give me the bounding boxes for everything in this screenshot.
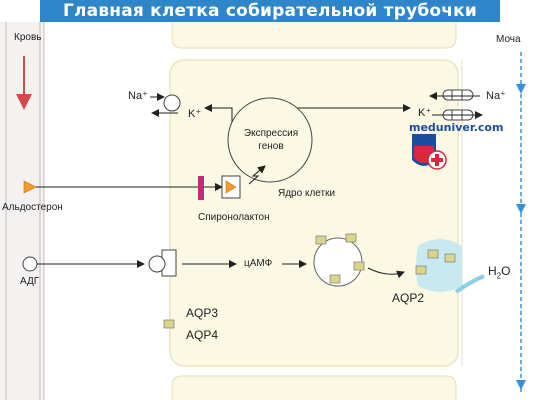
- urine-arrow-head: [516, 204, 526, 214]
- urine-arrow-head: [516, 380, 526, 390]
- aqp3-label: AQP3: [186, 306, 219, 320]
- enac-channel: [442, 89, 474, 101]
- vesicle-aquaporins: [315, 233, 365, 284]
- nucleus-label: Ядро клетки: [278, 188, 336, 199]
- watermark-text: meduniver.com: [409, 121, 504, 134]
- camp-label: цАМФ: [244, 258, 273, 269]
- blood-vessel: [0, 22, 44, 400]
- adh-marker: [22, 256, 38, 272]
- blood-label: Кровь: [14, 32, 42, 43]
- bound-aldosterone: [225, 180, 237, 194]
- spironolactone-block: [198, 176, 204, 200]
- spironolactone-label: Спиронолактон: [198, 212, 270, 223]
- aqp4-label: AQP4: [186, 328, 219, 342]
- activation-arrow: [248, 165, 266, 185]
- upper-neighbor-cell: [171, 22, 457, 49]
- lower-neighbor-cell: [171, 375, 457, 400]
- water-flow: [454, 274, 485, 294]
- page-title: Главная клетка собирательной трубочки: [40, 0, 500, 22]
- aldosterone-label: Альдостерон: [2, 202, 63, 213]
- nucleus: [227, 97, 313, 183]
- water-label: H2O: [488, 264, 511, 281]
- adh-label: АДГ: [20, 276, 40, 287]
- aqp3-aqp4-icon: [163, 319, 175, 329]
- urine-label: Моча: [496, 34, 521, 45]
- adh-bound: [148, 255, 166, 273]
- vesicle-fusion-arrow: [367, 267, 405, 279]
- na-k-pump: [163, 94, 181, 112]
- aldosterone-marker: [23, 180, 37, 194]
- meduniver-logo-icon: [412, 134, 447, 170]
- gene-expression-label: Экспрессия генов: [243, 128, 299, 152]
- na-left-label: Na⁺: [128, 90, 148, 102]
- k-right-label: K⁺: [418, 107, 432, 119]
- k-left-label: K⁺: [188, 108, 202, 120]
- membrane-aquaporins: [415, 249, 456, 275]
- na-right-label: Na⁺: [486, 90, 506, 102]
- aqp2-label: AQP2: [392, 291, 425, 305]
- urine-arrow-head: [516, 84, 526, 94]
- water-zone: [416, 239, 462, 292]
